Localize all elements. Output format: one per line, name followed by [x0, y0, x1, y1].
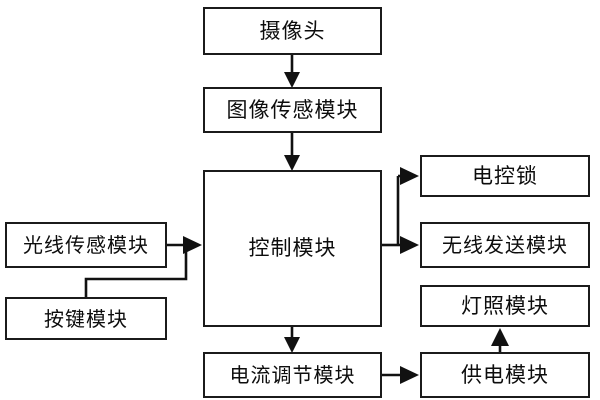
node-control[interactable]: 控制模块 — [203, 170, 382, 327]
node-power-supply-label: 供电模块 — [461, 362, 549, 387]
node-image-sensor-label: 图像传感模块 — [226, 97, 359, 122]
edge-image-sensor-to-control — [284, 133, 300, 171]
node-key[interactable]: 按键模块 — [5, 297, 167, 340]
node-light-sensor[interactable]: 光线传感模块 — [5, 222, 167, 268]
node-lock[interactable]: 电控锁 — [420, 155, 590, 197]
node-control-label: 控制模块 — [248, 236, 337, 260]
node-camera[interactable]: 摄像头 — [203, 7, 382, 55]
node-current-regulator-label: 电流调节模块 — [229, 363, 356, 387]
node-current-regulator[interactable]: 电流调节模块 — [203, 352, 382, 398]
node-lamp-label: 灯照模块 — [461, 293, 549, 318]
node-light-sensor-label: 光线传感模块 — [23, 233, 149, 257]
edge-control-to-current — [284, 327, 300, 353]
edge-key-to-control — [84, 246, 188, 297]
node-wireless-label: 无线发送模块 — [442, 233, 568, 257]
edge-control-to-right-bus — [382, 167, 419, 254]
edge-camera-to-image-sensor — [284, 55, 300, 88]
edge-light-sensor-to-control — [167, 236, 202, 254]
node-key-label: 按键模块 — [44, 306, 128, 331]
node-lamp[interactable]: 灯照模块 — [420, 285, 590, 327]
edge-current-to-power — [382, 366, 419, 384]
node-camera-label: 摄像头 — [259, 18, 326, 43]
node-image-sensor[interactable]: 图像传感模块 — [203, 87, 382, 133]
node-power-supply[interactable]: 供电模块 — [420, 352, 590, 398]
node-wireless[interactable]: 无线发送模块 — [420, 222, 590, 268]
edge-power-to-lamp — [491, 328, 509, 352]
node-lock-label: 电控锁 — [472, 163, 538, 188]
